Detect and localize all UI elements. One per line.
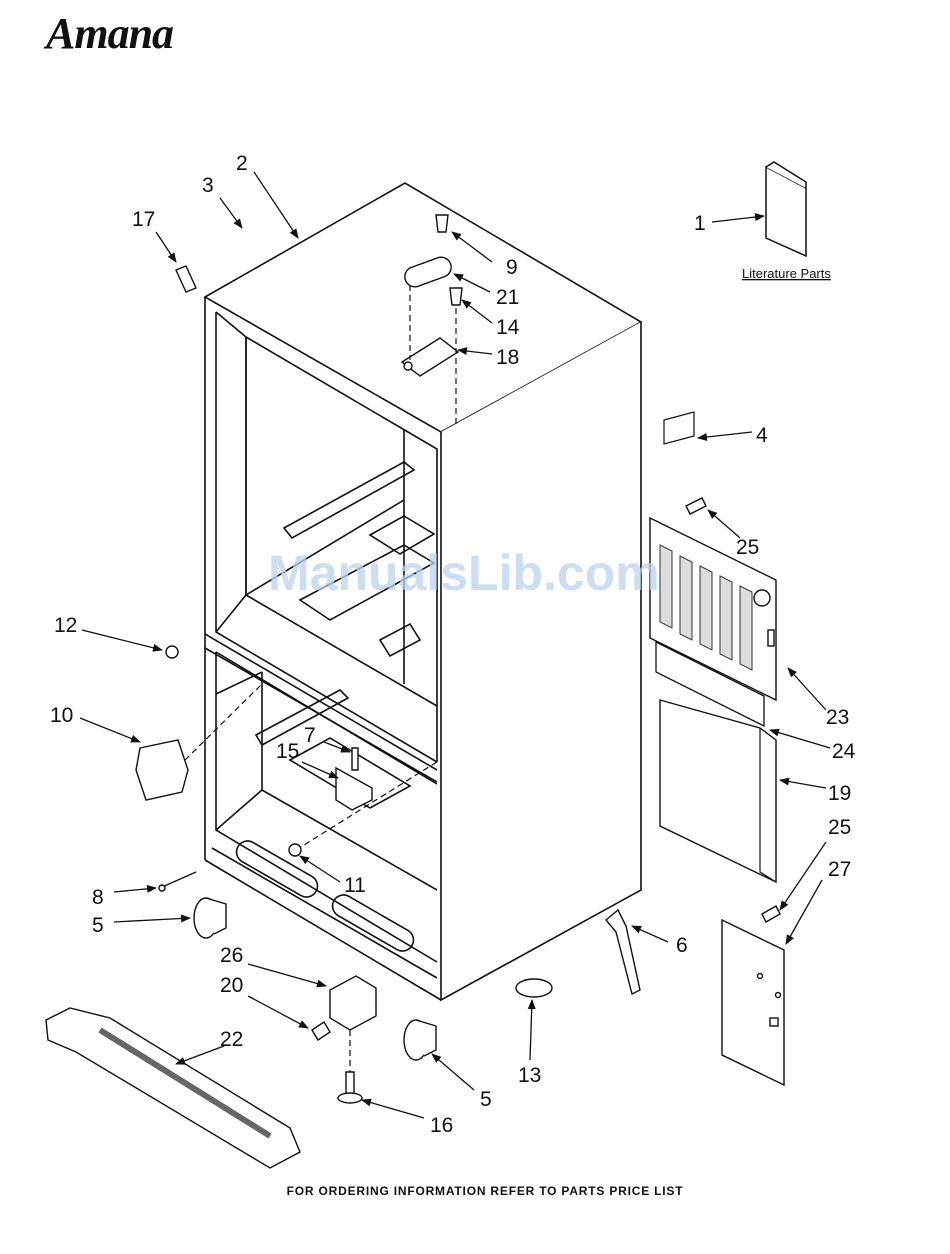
callout-7: 7	[304, 724, 316, 747]
callout-6: 6	[676, 934, 688, 957]
callout-5-left: 5	[92, 914, 104, 937]
callout-19: 19	[828, 782, 851, 805]
callout-13: 13	[518, 1064, 541, 1087]
callout-16: 16	[430, 1114, 453, 1137]
callout-1: 1	[694, 212, 706, 235]
callout-5-right: 5	[480, 1088, 492, 1111]
callout-11: 11	[344, 874, 366, 897]
rating-label	[664, 412, 694, 444]
callout-26: 26	[220, 944, 243, 967]
callout-12: 12	[54, 614, 77, 637]
callout-8: 8	[92, 886, 104, 909]
literature-parts-label: Literature Parts	[742, 266, 831, 281]
callout-4: 4	[756, 424, 768, 447]
callout-25-upper: 25	[736, 536, 759, 559]
callout-3: 3	[202, 174, 214, 197]
literature-booklet	[766, 162, 806, 256]
insulation-pad	[660, 700, 776, 882]
callout-17: 17	[132, 208, 155, 231]
callout-21: 21	[496, 286, 519, 309]
callout-15: 15	[276, 740, 299, 763]
callout-22: 22	[220, 1028, 243, 1051]
footer-ordering-note: FOR ORDERING INFORMATION REFER TO PARTS …	[0, 1184, 950, 1198]
callout-10: 10	[50, 704, 73, 727]
callout-27: 27	[828, 858, 851, 881]
callout-9: 9	[506, 256, 518, 279]
callout-20: 20	[220, 974, 243, 997]
cover-plate	[722, 920, 784, 1085]
callout-25-lower: 25	[828, 816, 851, 839]
callout-14: 14	[496, 316, 520, 339]
callout-24: 24	[832, 740, 856, 763]
callout-23: 23	[826, 706, 849, 729]
callout-18: 18	[496, 346, 519, 369]
callout-2: 2	[236, 152, 248, 175]
watermark: ManualsLib.com	[268, 544, 660, 602]
